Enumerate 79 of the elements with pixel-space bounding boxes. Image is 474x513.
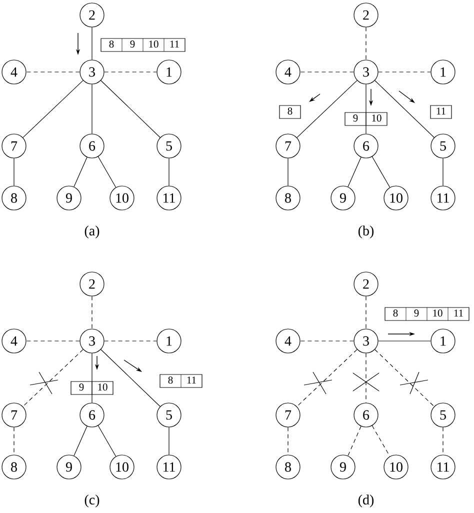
circle-node: 8 [276,454,300,480]
link-line [300,340,354,342]
circle-node: 9 [330,186,356,210]
panel-caption: (b) [358,226,374,238]
circle-node: 10 [384,454,408,480]
circle-node: 4 [2,328,26,354]
circle-node: 10 [110,186,134,210]
panel-caption: (c) [84,494,100,508]
circle-node: 7 [2,402,26,428]
circle-node: 10 [110,454,134,480]
link-line [374,349,434,407]
circle-node: 7 [276,402,300,428]
circle-node: 5 [156,134,182,158]
circle-node: 1 [156,60,182,84]
circle-node: 2 [80,272,104,296]
circle-node: 1 [430,328,456,354]
circle-node: 4 [276,328,300,354]
circle-node: 10 [384,186,408,210]
link-line [98,156,116,188]
panel-caption: (a) [84,226,100,238]
circle-node: 8 [2,454,26,480]
link-line [168,427,170,455]
link-line [372,425,390,457]
circle-node: 6 [354,134,378,158]
message-box: 11 [430,105,452,119]
circle-node: 11 [430,186,456,210]
circle-node: 5 [430,402,456,428]
circle-node: 3 [80,328,104,354]
link-line [348,426,362,456]
link-line [98,425,116,457]
circle-node: 8 [2,186,26,210]
message-box: 9 10 [344,112,388,126]
circle-node: 1 [430,60,456,84]
link-line [104,340,157,342]
circle-node: 6 [80,134,104,158]
circle-node: 5 [430,134,456,158]
link-line [26,340,80,342]
circle-node: 2 [354,2,378,28]
circle-node: 11 [156,186,182,210]
circle-node: 7 [276,134,300,158]
circle-node: 4 [2,60,26,84]
message-box: 9 10 [70,381,114,395]
link-line [378,340,431,342]
link-line [374,80,434,138]
circle-node: 9 [330,454,356,480]
link-line [442,427,444,455]
link-line [372,156,390,188]
circle-node: 9 [56,186,82,210]
message-box: 8 9 10 11 [100,38,186,52]
circle-node: 11 [430,454,456,480]
circle-node: 1 [156,328,182,354]
link-line [22,349,84,407]
message-box: 8 11 [160,374,202,388]
link-line [74,426,88,456]
link-line [168,158,170,186]
circle-node: 2 [80,2,104,28]
circle-node: 2 [354,272,378,296]
circle-node: 11 [156,454,182,480]
link-line [100,80,160,138]
link-line [296,80,358,138]
link-line [100,349,160,407]
link-line [22,80,84,138]
circle-node: 6 [354,402,378,428]
link-line [74,156,88,188]
circle-node: 5 [156,402,182,428]
message-box: 8 [279,105,301,119]
circle-node: 8 [276,186,300,210]
circle-node: 3 [354,60,378,84]
circle-node: 7 [2,134,26,158]
message-box: 8 9 10 11 [384,307,470,321]
panel-caption: (d) [358,494,374,508]
circle-node: 3 [354,328,378,354]
circle-node: 3 [80,60,104,84]
link-line [296,349,358,407]
circle-node: 4 [276,60,300,84]
circle-node: 9 [56,454,82,480]
circle-node: 6 [80,402,104,428]
link-line [348,156,362,188]
link-line [442,158,444,186]
